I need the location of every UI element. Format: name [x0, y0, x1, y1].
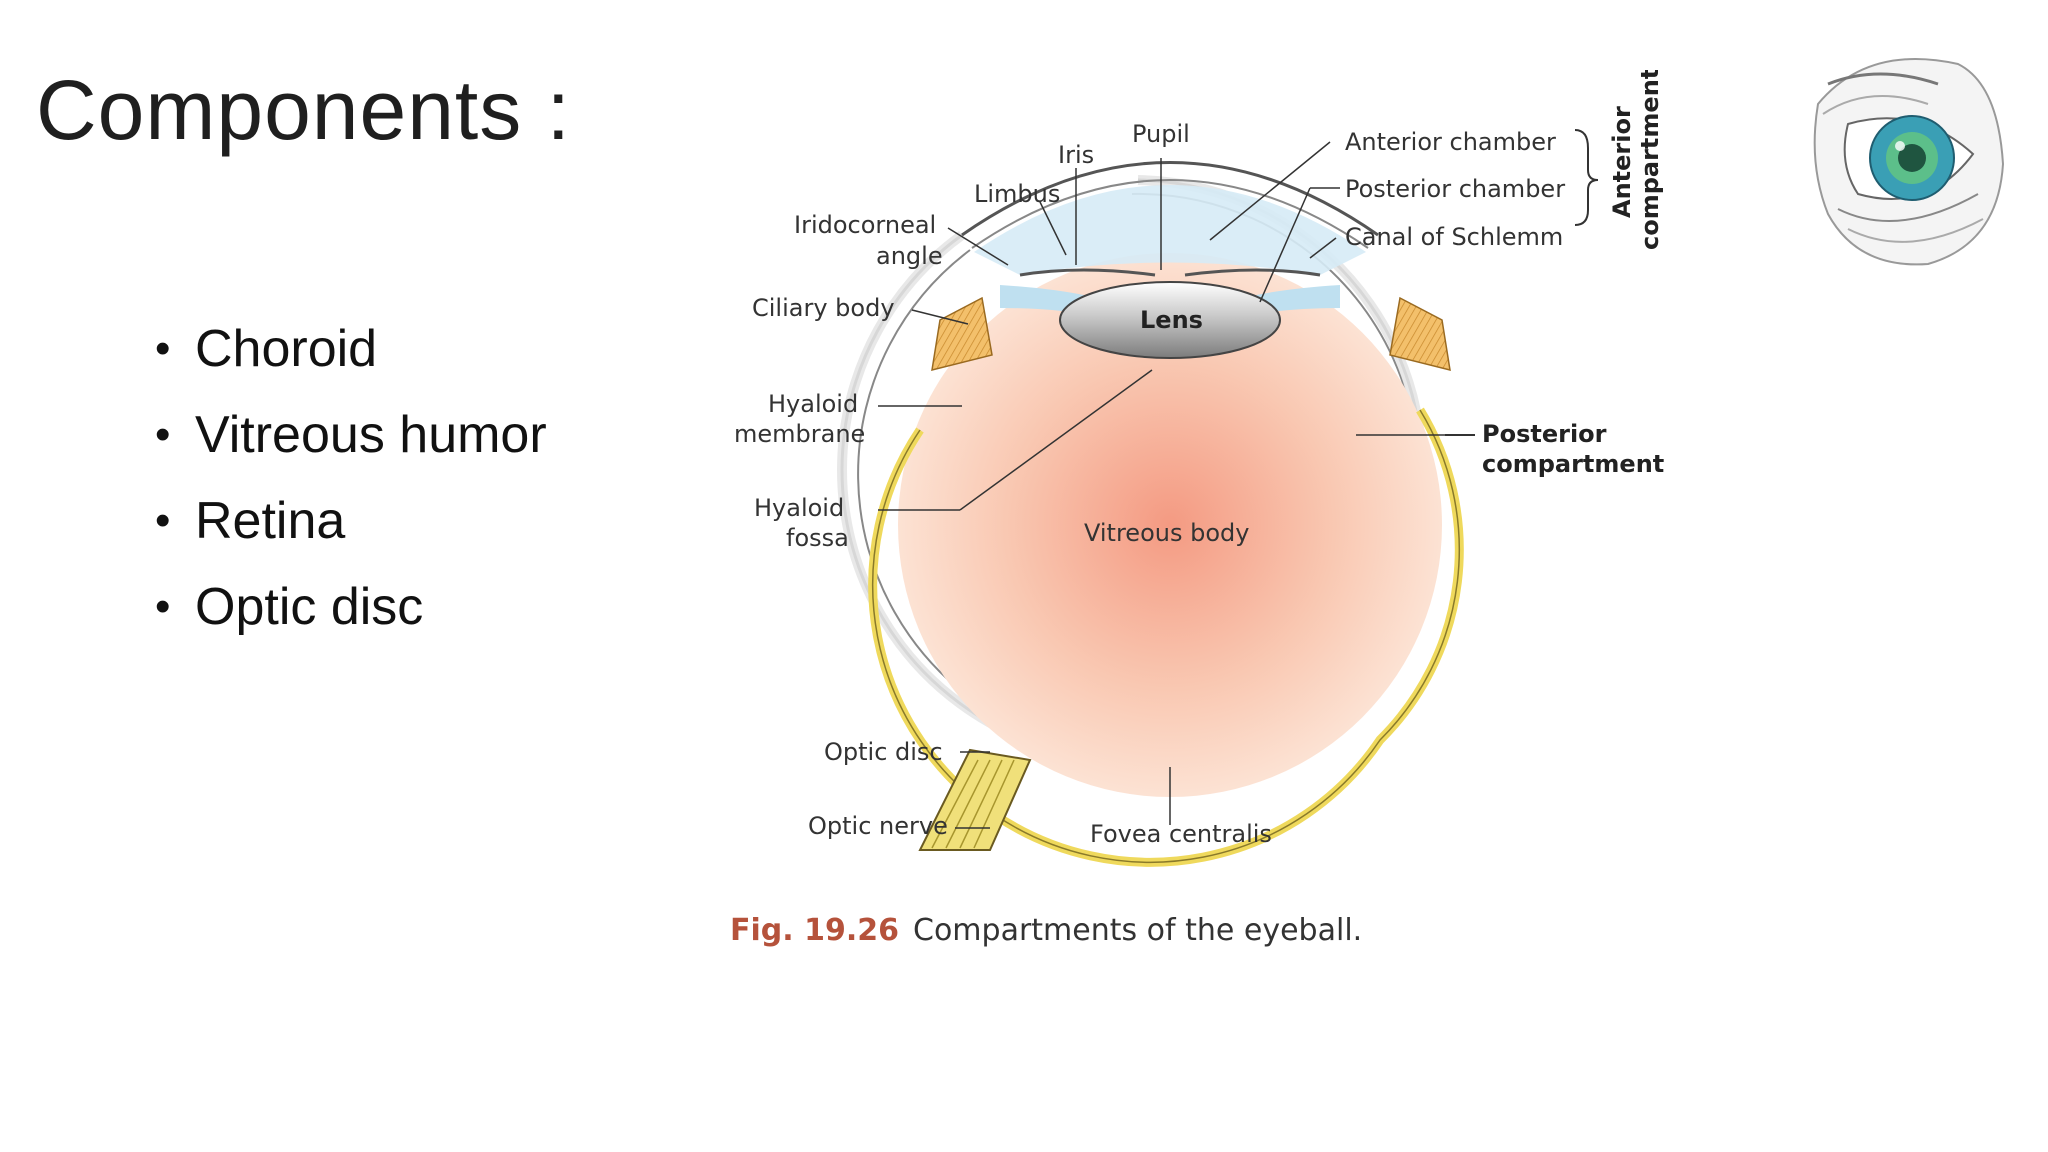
anterior-chamber: [974, 185, 1366, 275]
label-hyaloid-fossa-2: fossa: [786, 524, 849, 552]
figure-caption-number: Fig. 19.26: [730, 913, 899, 948]
label-posterior-compartment: Posterior: [1482, 420, 1607, 448]
label-posterior-chamber: Posterior chamber: [1345, 175, 1565, 203]
bullet-text: Retina: [195, 492, 346, 550]
bullet-item: • Vitreous humor: [155, 392, 547, 478]
label-iridocorneal-angle: angle: [876, 242, 943, 270]
retina-edge: [871, 409, 1461, 864]
label-hyaloid-membrane: Hyaloid: [768, 390, 858, 418]
label-fovea-centralis: Fovea centralis: [1090, 820, 1272, 848]
bullet-icon: •: [155, 324, 171, 373]
bullet-text: Vitreous humor: [195, 406, 547, 464]
label-posterior-compartment-2: compartment: [1482, 450, 1664, 478]
iris-left: [1019, 268, 1156, 277]
eye-illustration-icon: [1813, 58, 2005, 266]
label-optic-nerve: Optic nerve: [808, 812, 948, 840]
lens: [1059, 281, 1281, 359]
bullet-icon: •: [155, 496, 171, 545]
bullet-item: • Retina: [155, 478, 547, 564]
slide-title: Components :: [36, 63, 571, 157]
leader-lines: [878, 141, 1445, 829]
label-iridocorneal: Iridocorneal: [794, 211, 936, 239]
figure-caption-text: Compartments of the eyeball.: [913, 913, 1362, 948]
cornea: [961, 161, 1379, 237]
eyeball-diagram: Iris Pupil Limbus Iridocorneal angle Cil…: [730, 70, 1664, 948]
bullet-item: • Choroid: [155, 306, 547, 392]
anterior-compartment-brace: [1574, 129, 1599, 226]
label-vitreous-body: Vitreous body: [1084, 519, 1249, 547]
bullet-text: Choroid: [195, 320, 378, 378]
label-anterior-compartment-2: compartment: [1636, 70, 1664, 250]
label-anterior-compartment: Anterior: [1608, 106, 1636, 218]
bullet-item: • Optic disc: [155, 564, 547, 650]
label-anterior-chamber: Anterior chamber: [1345, 128, 1556, 156]
iris-right: [1184, 268, 1321, 277]
cornea-inner: [971, 179, 1369, 249]
bullet-text: Optic disc: [195, 578, 424, 636]
bullet-icon: •: [155, 582, 171, 631]
optic-nerve-fibers: [931, 759, 1015, 849]
label-iris: Iris: [1058, 141, 1094, 169]
label-canal-of-schlemm: Canal of Schlemm: [1345, 223, 1563, 251]
label-pupil: Pupil: [1132, 120, 1190, 148]
label-lens: Lens: [1140, 306, 1203, 334]
ciliary-body-left: [931, 296, 993, 372]
label-hyaloid-fossa: Hyaloid: [754, 494, 844, 522]
bullet-icon: •: [155, 410, 171, 459]
label-optic-disc: Optic disc: [824, 738, 943, 766]
bullet-list: • Choroid • Vitreous humor • Retina • Optic …: [155, 306, 547, 650]
vitreous-body: [898, 253, 1442, 797]
label-limbus: Limbus: [974, 180, 1060, 208]
label-ciliary-body: Ciliary body: [752, 294, 895, 322]
label-hyaloid-membrane-2: membrane: [734, 420, 865, 448]
optic-nerve: [918, 748, 1032, 851]
ciliary-body-right: [1389, 296, 1451, 372]
